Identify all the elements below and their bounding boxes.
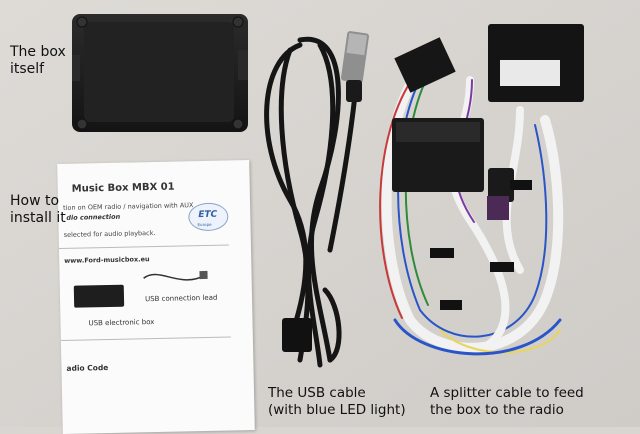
box-label: The box itself — [10, 44, 66, 77]
usb-connector — [282, 31, 369, 352]
usb-cable-label: The USB cable (with blue LED light) — [268, 385, 406, 418]
manual-line-1: tion on OEM radio / navigation with AUX — [63, 201, 194, 212]
splitter-cable-label: A splitter cable to feed the box to the … — [430, 385, 584, 418]
harness-connectors — [392, 24, 584, 310]
instruction-manual: Music Box MBX 01 ETC Europe tion on OEM … — [57, 160, 255, 434]
usb-box-caption: USB electronic box — [88, 318, 155, 328]
manual-title: Music Box MBX 01 — [71, 181, 175, 195]
manual-radio-code: adio Code — [66, 363, 109, 373]
manual-divider — [60, 336, 231, 342]
install-label: How to install it — [10, 193, 66, 226]
usb-lead-illustration — [143, 270, 208, 281]
manual-website: www.Ford-musicbox.eu — [64, 255, 150, 265]
manual-logo-text: ETC — [198, 209, 218, 221]
manual-logo: ETC Europe — [188, 202, 229, 232]
usb-lead-caption: USB connection lead — [144, 293, 218, 304]
manual-divider — [58, 244, 229, 250]
usb-box-illustration — [73, 284, 125, 308]
manual-line-2: dio connection — [66, 212, 121, 222]
manual-line-3: selected for audio playback. — [63, 228, 156, 239]
manual-logo-subtext: Europe — [197, 221, 212, 228]
music-box-device — [72, 14, 248, 132]
